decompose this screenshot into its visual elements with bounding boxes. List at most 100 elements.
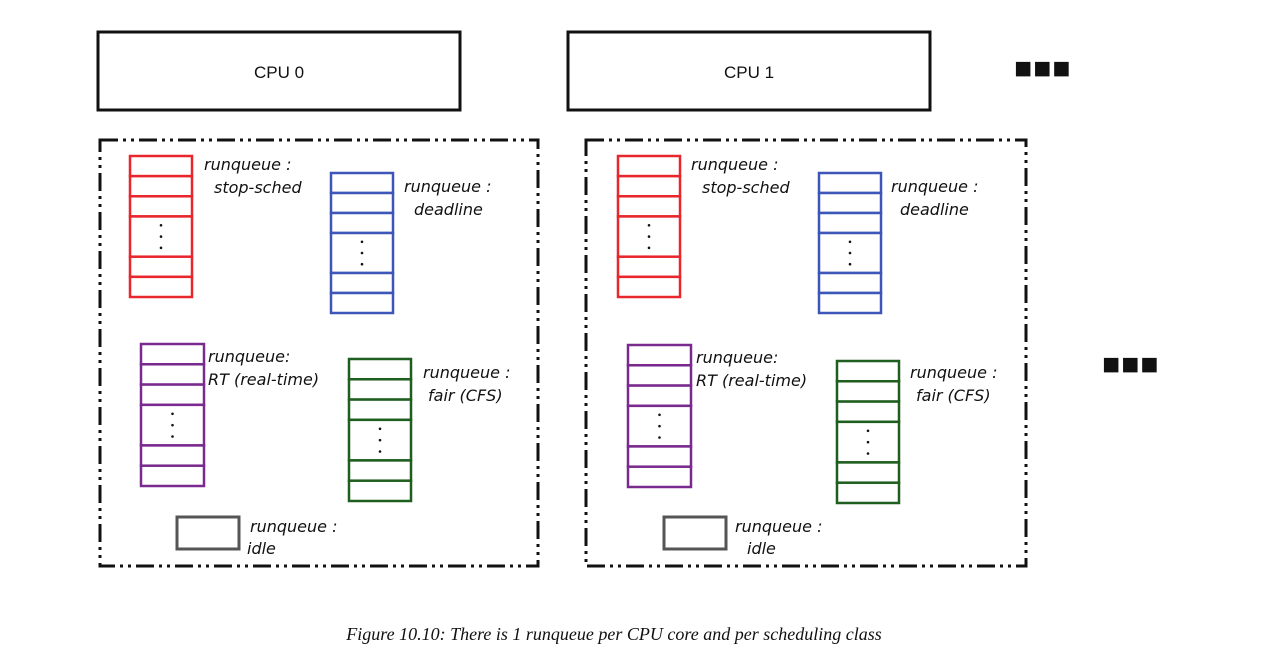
cpu-1-deadline-queue: [817, 171, 883, 315]
queue-slot: [817, 291, 883, 315]
queue-slot: [329, 211, 395, 235]
cpu-1-idle-label-line1: runqueue :: [735, 517, 822, 536]
cpu-0-fair-label-line2: fair (CFS): [428, 386, 503, 405]
queue-slot: [347, 459, 413, 482]
cpu-1-runqueue-container: [584, 138, 1028, 568]
cpu-1-label: CPU 1: [724, 63, 774, 82]
more-cpus-ellipsis: ■■■: [1014, 52, 1071, 85]
cpu-1-stop-sched-label-line2: stop-sched: [702, 178, 790, 197]
queue-slot: [616, 174, 682, 198]
cpu-0-fair-queue: [347, 357, 413, 503]
queue-slot: [626, 445, 693, 468]
queue-slot: [817, 171, 883, 195]
queue-continuation-dot: [159, 235, 163, 238]
cpu-0-rt-label-line1: runqueue:: [208, 347, 290, 366]
cpu-0-stop-sched-queue: [128, 154, 194, 299]
queue-slot: [347, 357, 413, 381]
queue-slot: [128, 195, 194, 218]
cpu-1-box: [566, 30, 932, 112]
cpu-0-group: CPU 0 runqueue : stop-sched runqueue : d…: [96, 30, 540, 568]
queue-slot: [139, 464, 206, 488]
queue-continuation-dot: [658, 413, 661, 417]
queue-continuation-dot: [866, 429, 870, 433]
queue-slot: [347, 378, 413, 401]
queue-continuation-dot: [848, 262, 852, 266]
queue-slot: [626, 364, 693, 387]
cpu-0-idle-queue: [175, 515, 241, 551]
cpu-1-group: CPU 1 runqueue : stop-sched runqueue : d…: [566, 30, 1028, 568]
queue-continuation-dot: [658, 424, 661, 428]
cpu-0-rt-label-line2: RT (real-time): [208, 370, 319, 389]
queue-slot: [139, 383, 206, 407]
queue-continuation-dot: [159, 246, 163, 250]
cpu-0-deadline-queue: [329, 171, 395, 315]
queue-continuation-dot: [866, 452, 870, 455]
queue-slot: [817, 211, 883, 235]
queue-slot: [616, 195, 682, 218]
queue-slot: [817, 271, 883, 295]
queue-continuation-dot: [171, 412, 174, 416]
cpu-0-idle-label-line2: idle: [247, 539, 276, 558]
queue-slot: [616, 275, 682, 299]
queue-slot: [329, 191, 395, 215]
queue-continuation-dot: [658, 436, 661, 439]
queue-continuation-dot: [360, 251, 364, 255]
queue-slot: [128, 255, 194, 279]
figure-caption: Figure 10.10: There is 1 runqueue per CP…: [345, 624, 881, 644]
cpu-0-stop-sched-label-line2: stop-sched: [214, 178, 302, 197]
queue-continuation-dot: [378, 438, 382, 442]
cpu-1-fair-label-line2: fair (CFS): [916, 386, 991, 405]
queue-slot: [835, 400, 901, 424]
cpu-0-deadline-label-line1: runqueue :: [404, 177, 491, 196]
cpu-1-fair-queue: [835, 359, 901, 505]
queue-slot: [817, 191, 883, 215]
queue-continuation-dot: [171, 435, 174, 438]
cpu-0-runqueue-container: [98, 138, 540, 568]
queue-continuation-dot: [647, 235, 651, 238]
queue-slot: [139, 363, 206, 386]
cpu-1-idle-label-line2: idle: [747, 539, 776, 558]
queue-slot: [835, 461, 901, 484]
queue-slot: [128, 154, 194, 178]
queue-continuation-dot: [848, 240, 852, 244]
queue-slot: [139, 342, 206, 366]
cpu-1-rt-label-line1: runqueue:: [696, 348, 778, 367]
queue-continuation-dot: [848, 251, 852, 255]
queue-slot: [835, 481, 901, 505]
cpu-1-deadline-label-line2: deadline: [900, 200, 969, 219]
queue-slot: [128, 275, 194, 299]
queue-continuation-dot: [866, 440, 870, 444]
queue-continuation-dot: [647, 223, 651, 227]
queue-continuation-dot: [171, 423, 174, 427]
cpu-1-deadline-label-line1: runqueue :: [891, 177, 978, 196]
queue-slot: [139, 444, 206, 467]
queue-slot: [347, 398, 413, 422]
cpu-1-fair-label-line1: runqueue :: [910, 363, 997, 382]
cpu-0-stop-sched-label-line1: runqueue :: [204, 155, 291, 174]
cpu-1-stop-sched-queue: [616, 154, 682, 299]
queue-continuation-dot: [378, 427, 382, 431]
cpu-1-rt-label-line2: RT (real-time): [696, 371, 807, 390]
more-runqueues-ellipsis: ■■■: [1102, 348, 1159, 381]
cpu-0-deadline-label-line2: deadline: [414, 200, 483, 219]
queue-slot: [835, 380, 901, 403]
queue-slot: [835, 359, 901, 383]
queue-slot: [616, 255, 682, 279]
cpu-0-idle-label-line1: runqueue :: [250, 517, 337, 536]
queue-slot: [329, 171, 395, 195]
cpu-0-box: [96, 30, 462, 112]
queue-continuation-dot: [378, 450, 382, 453]
cpu-0-fair-label-line1: runqueue :: [423, 363, 510, 382]
queue-slot: [616, 154, 682, 178]
cpu-1-rt-queue: [626, 343, 693, 489]
queue-continuation-dot: [159, 223, 163, 227]
cpu-0-rt-queue: [139, 342, 206, 488]
cpu-1-stop-sched-label-line1: runqueue :: [691, 155, 778, 174]
cpu-0-label: CPU 0: [254, 63, 304, 82]
queue-slot: [626, 343, 693, 367]
queue-continuation-dot: [647, 246, 651, 250]
queue-continuation-dot: [360, 262, 364, 266]
cpu-1-idle-queue: [662, 515, 728, 551]
queue-slot: [329, 271, 395, 295]
